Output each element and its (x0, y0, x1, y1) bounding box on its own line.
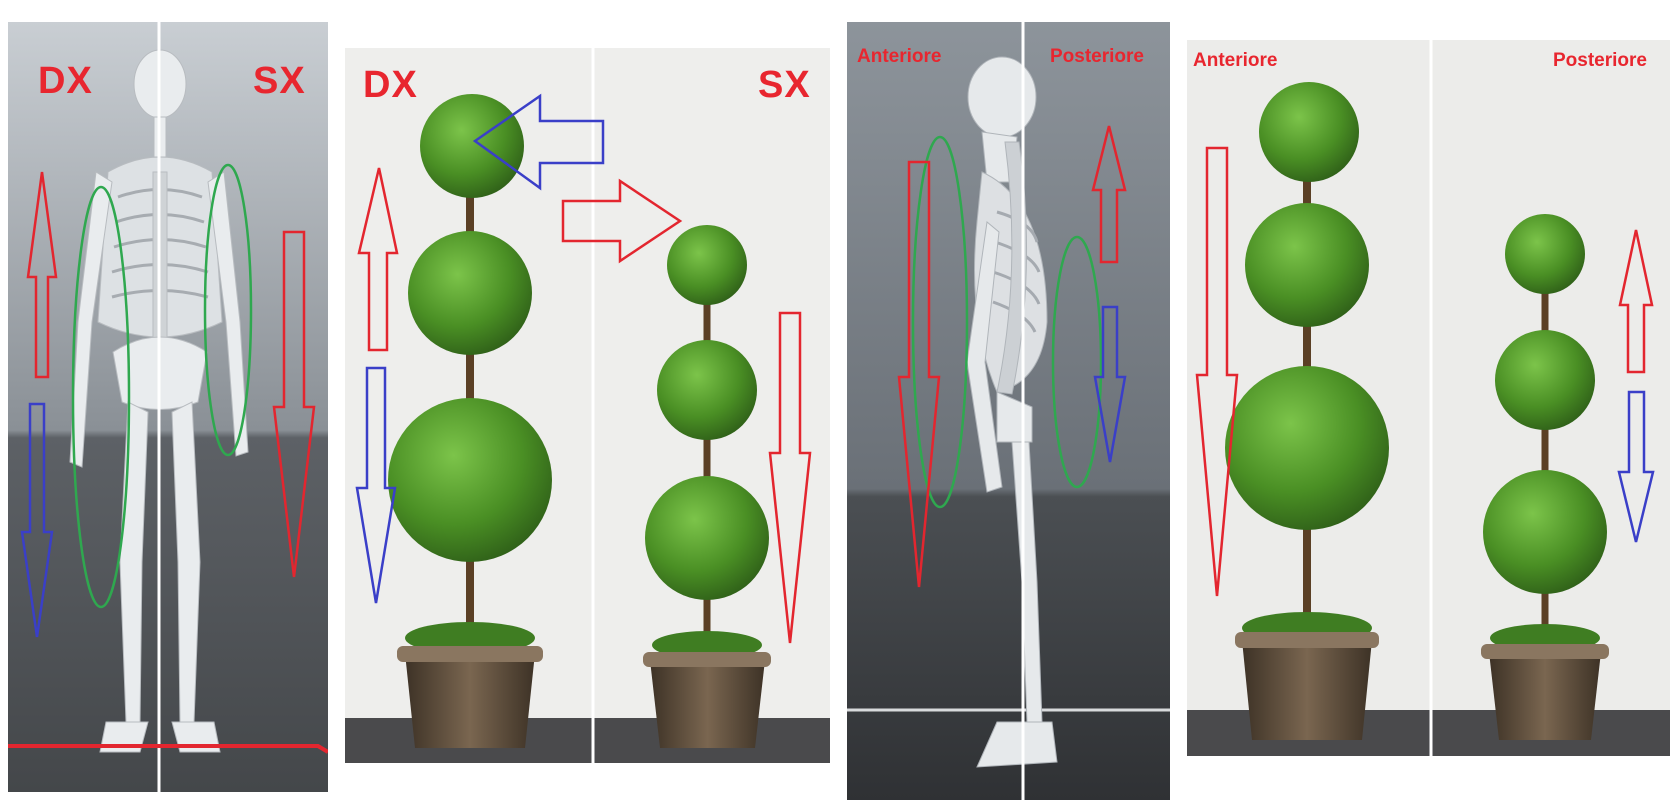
red-arrow-up-left (357, 167, 399, 352)
skeleton-front-image (8, 22, 328, 792)
skeleton-front-panel: DX SX (8, 22, 328, 792)
green-ellipse-left (71, 185, 131, 609)
label-sx: SX (758, 64, 811, 106)
topiary-right (643, 225, 771, 748)
skeleton-side-panel: Anteriore Posteriore (847, 22, 1170, 800)
label-posteriore: Posteriore (1050, 46, 1144, 67)
red-arrow-up-right (1091, 125, 1127, 264)
green-ellipse-right (1051, 235, 1103, 489)
topiary-left (388, 94, 552, 748)
red-arrow-down-right (768, 311, 812, 644)
blue-arrow-down-left (355, 366, 397, 604)
label-dx: DX (363, 64, 418, 106)
topiary-side-panel: Anteriore Posteriore (1187, 40, 1670, 756)
red-arrow-down-right (272, 230, 316, 578)
skeleton-side-figure (966, 56, 1058, 768)
red-arrow-down-left (1195, 146, 1239, 597)
red-arrow-up-right (1618, 229, 1654, 374)
skeleton-side-image (847, 22, 1170, 800)
label-sx: SX (253, 60, 306, 102)
blue-arrow-down-left (20, 402, 54, 638)
topiary-large (1225, 82, 1389, 740)
green-ellipse-right (203, 163, 253, 457)
label-posteriore: Posteriore (1553, 50, 1647, 71)
green-ellipse-left (911, 135, 969, 509)
label-anteriore: Anteriore (857, 46, 942, 67)
label-anteriore: Anteriore (1193, 50, 1278, 71)
blue-arrow-down-right (1617, 390, 1655, 543)
label-dx: DX (38, 60, 93, 102)
blue-arrow-left-top (472, 93, 605, 191)
red-arrow-down-left (897, 160, 941, 588)
topiary-front-image (345, 48, 830, 763)
topiary-front-panel: DX SX (345, 48, 830, 763)
topiary-side-image (1187, 40, 1670, 756)
red-baseline (8, 744, 328, 754)
red-arrow-right (561, 178, 683, 264)
topiary-small (1481, 214, 1609, 740)
blue-arrow-down-right (1093, 305, 1127, 463)
red-arrow-up-left (26, 171, 58, 379)
